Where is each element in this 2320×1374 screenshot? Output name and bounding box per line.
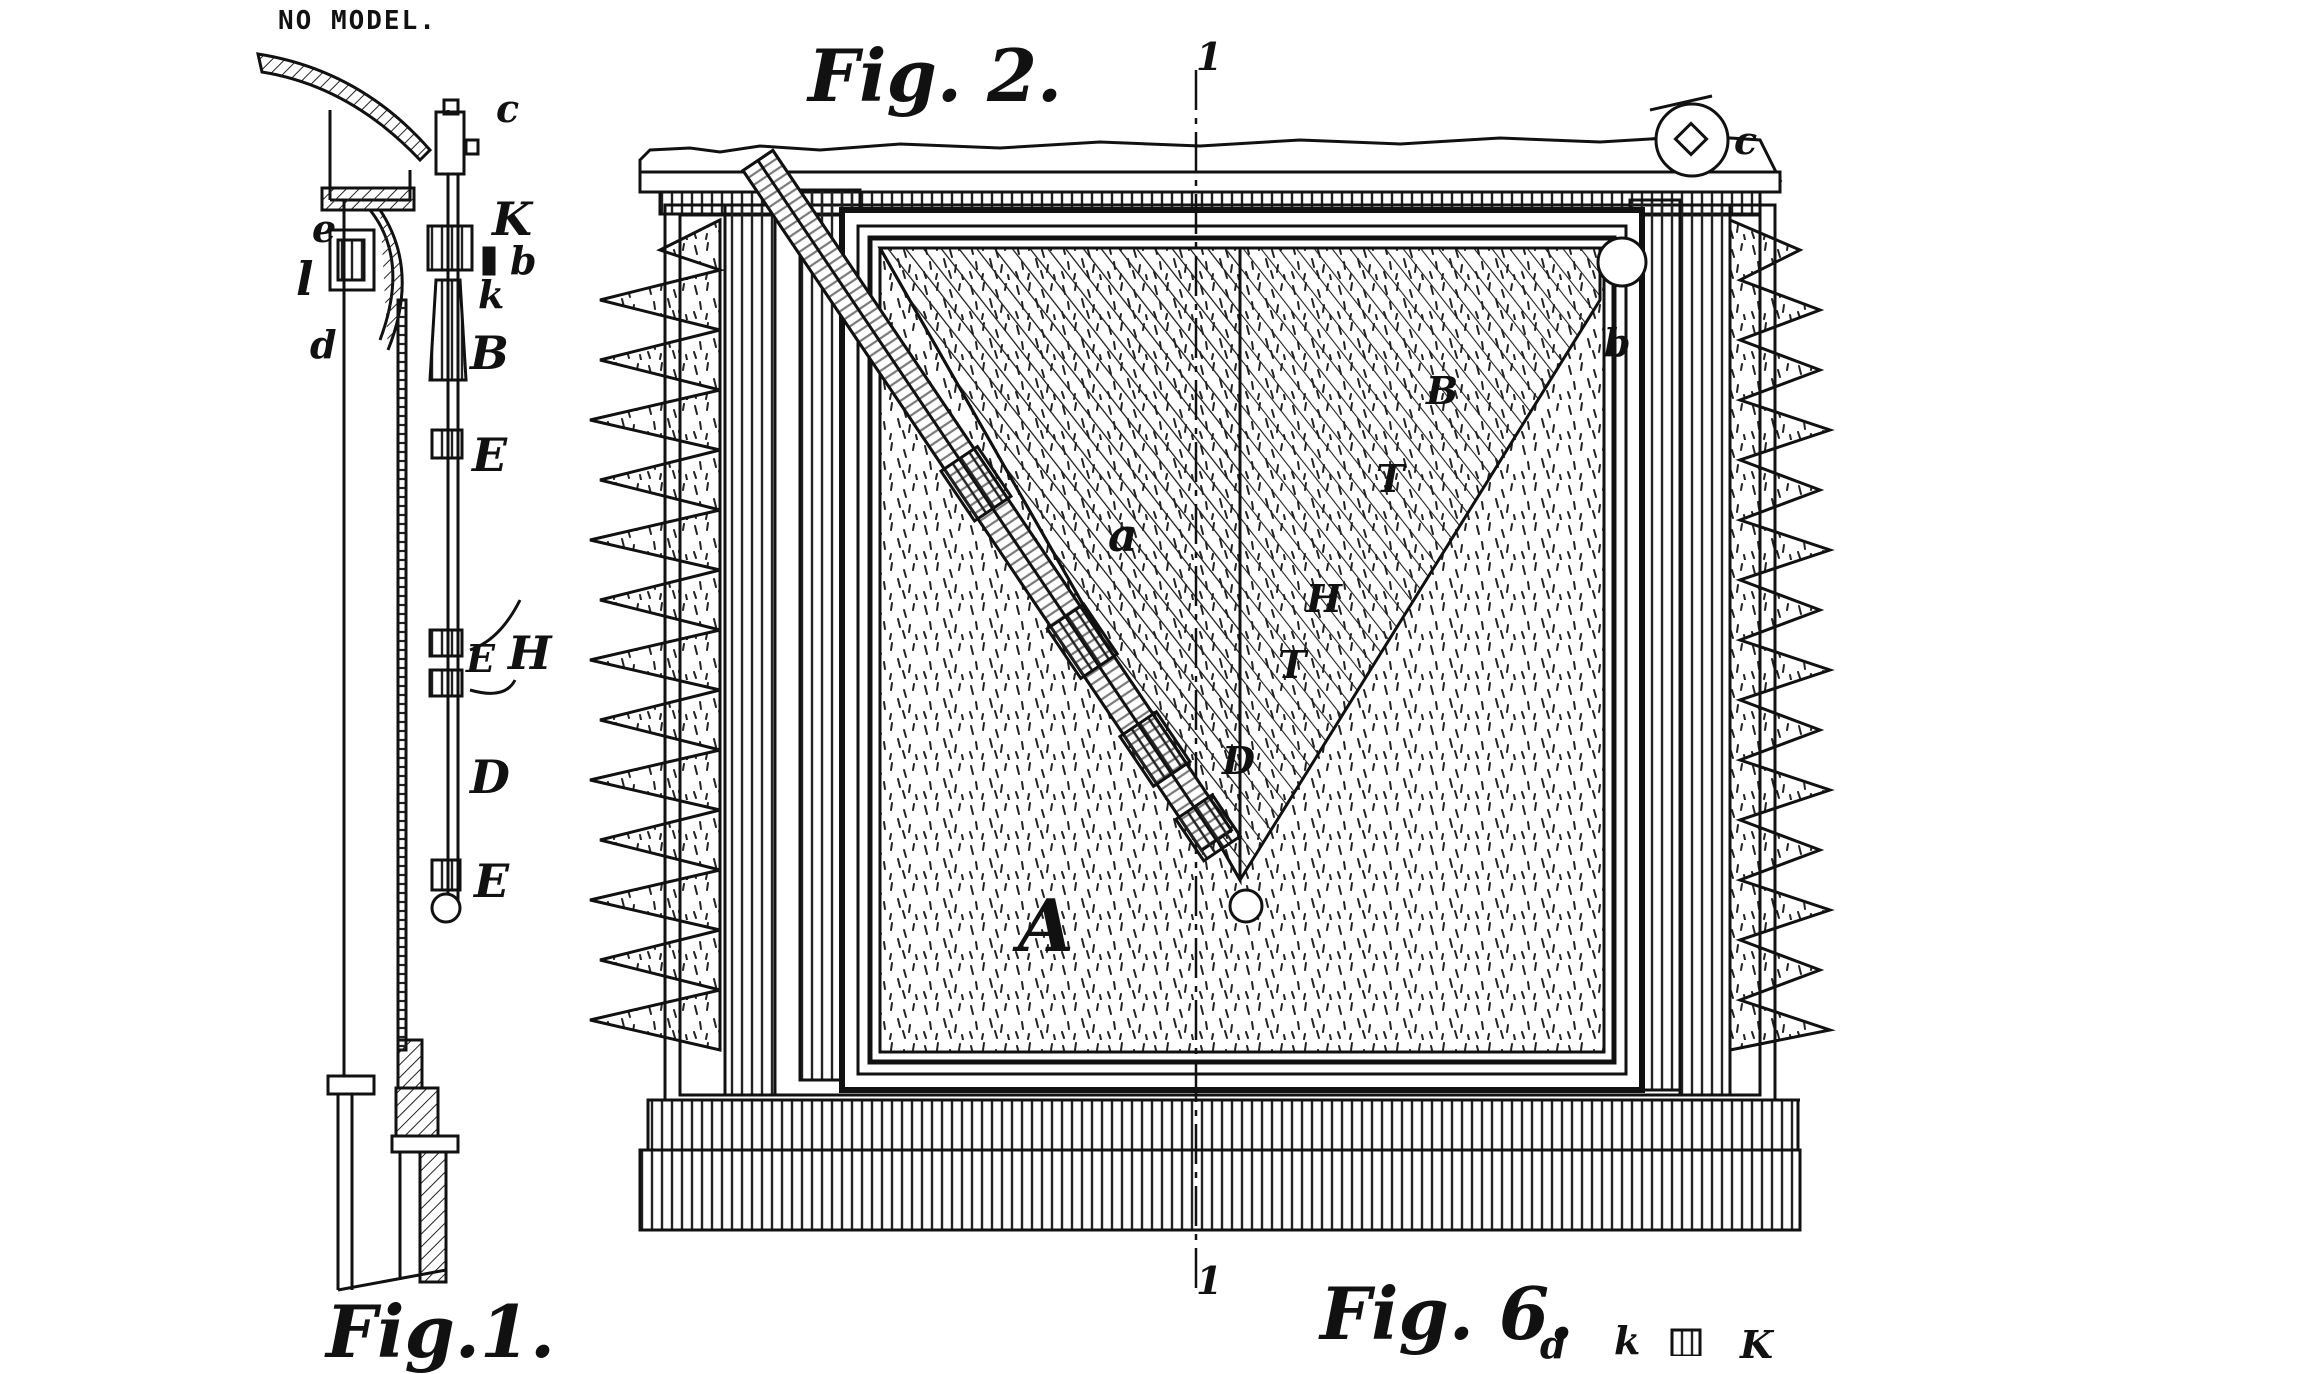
fig1-label-H: H — [508, 626, 552, 680]
fig2-label-A: A — [1018, 883, 1074, 968]
fig1-label-K: K — [492, 192, 532, 246]
fig6-label-d: d — [1540, 1322, 1567, 1367]
fig2-label-D: D — [1222, 738, 1255, 783]
fig2-title: Fig. 2. — [808, 33, 1063, 118]
fig6-label-k: k — [1614, 1318, 1641, 1363]
fig1-label-E-3: E — [474, 854, 510, 908]
fig1-label-E-1: E — [472, 428, 508, 482]
fig2-label-b: b — [1604, 320, 1631, 365]
section-marker-top: 1 — [1196, 34, 1223, 79]
fig6-title: Fig. 6. — [1320, 1271, 1575, 1356]
fig2-label-B: B — [1426, 368, 1459, 413]
fig1-drawing — [256, 52, 522, 1292]
fig2-drawing — [589, 70, 1836, 1290]
fig2-label-H: H — [1306, 576, 1342, 621]
fig2-label-T-2: T — [1278, 642, 1307, 687]
fig2-label-T-1: T — [1376, 456, 1405, 501]
fig2-label-c: c — [1734, 118, 1758, 163]
fig6-label-K: K — [1740, 1322, 1774, 1367]
fig1-label-b: b — [510, 238, 537, 283]
fig1-label-l: l — [296, 252, 314, 306]
fig1-label-D: D — [470, 750, 510, 804]
fig1-label-B: B — [470, 326, 509, 380]
no-model-note: NO MODEL. — [278, 6, 437, 36]
fig1-label-k: k — [478, 272, 505, 317]
section-marker-bottom: 1 — [1196, 1258, 1223, 1303]
fig1-label-e: e — [312, 206, 337, 251]
fig1-title: Fig.1. — [326, 1289, 556, 1374]
fig1-label-E-2: E — [466, 636, 495, 681]
fig1-label-c: c — [496, 86, 520, 131]
fig1-label-d: d — [310, 322, 337, 367]
fig2-label-a: a — [1108, 508, 1138, 562]
fig6-drawing — [1670, 1328, 1702, 1356]
